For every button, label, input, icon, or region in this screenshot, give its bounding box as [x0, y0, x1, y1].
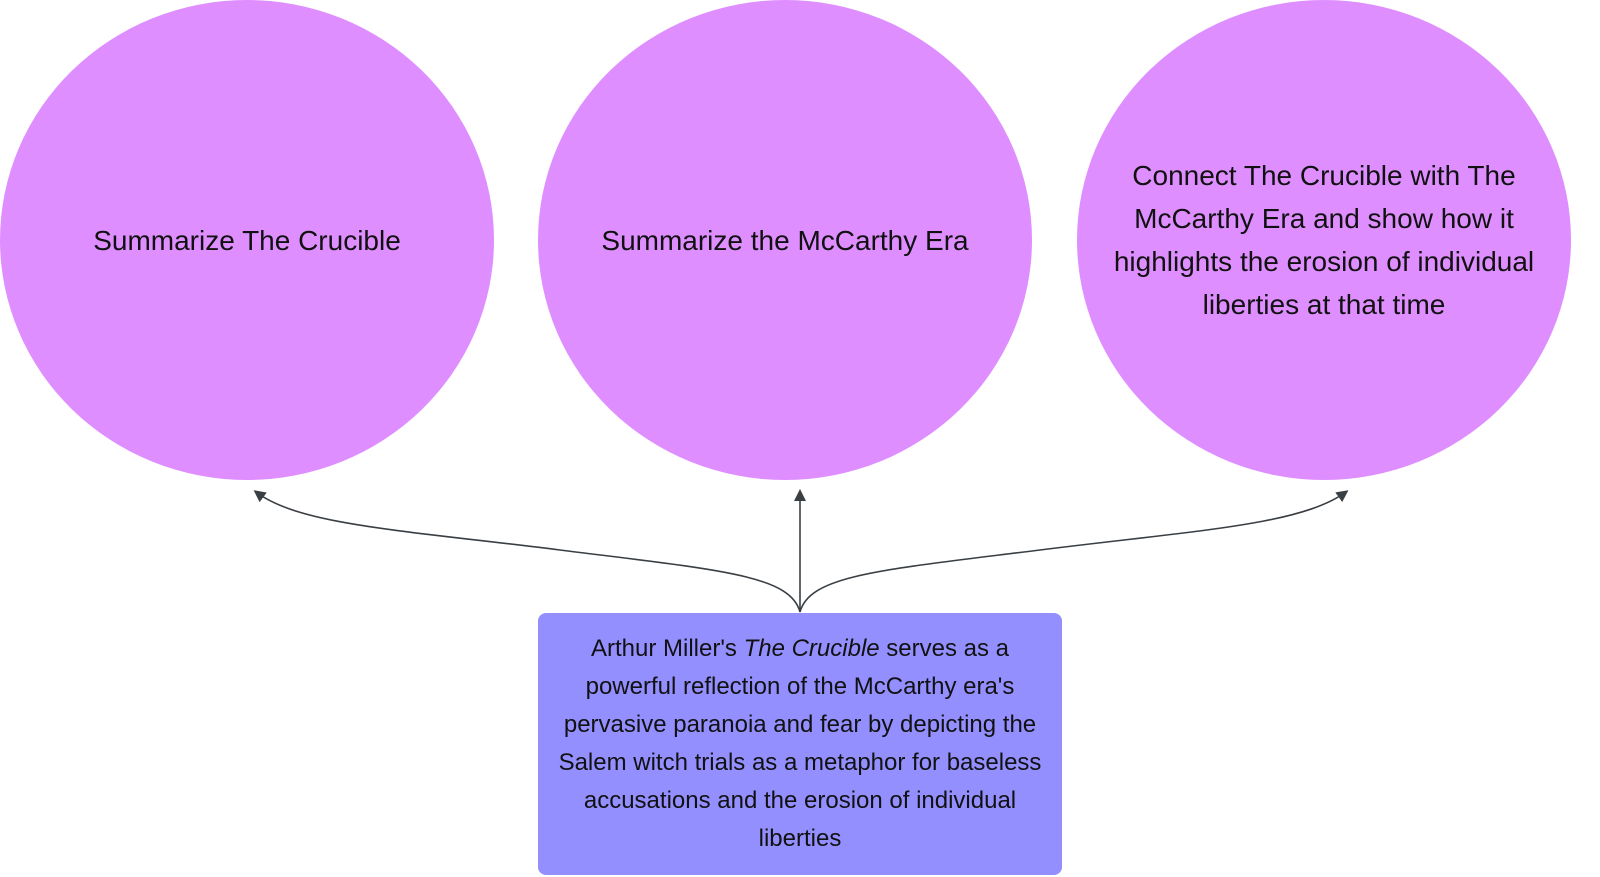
thesis-prefix: Arthur Miller's	[590, 635, 744, 662]
node-connect-label: Connect The Crucible with The McCarthy E…	[1113, 160, 1535, 320]
connector-right	[799, 490, 1349, 613]
node-summarize-crucible: Summarize The Crucible	[0, 0, 494, 480]
node-summarize-mccarthy: Summarize the McCarthy Era	[538, 0, 1032, 480]
node-summarize-crucible-label: Summarize The Crucible	[93, 224, 401, 256]
thesis-suffix: serves as a powerful reflection of the M…	[558, 635, 1042, 852]
node-summarize-mccarthy-label: Summarize the McCarthy Era	[601, 224, 969, 256]
thesis-box: Arthur Miller's The Crucible serves as a…	[538, 613, 1062, 875]
thesis-title-italic: The Crucible	[743, 635, 880, 662]
node-connect-crucible-mccarthy: Connect The Crucible with The McCarthy E…	[1077, 0, 1571, 480]
thesis-text: Arthur Miller's The Crucible serves as a…	[556, 630, 1044, 858]
connector-left	[253, 490, 801, 613]
